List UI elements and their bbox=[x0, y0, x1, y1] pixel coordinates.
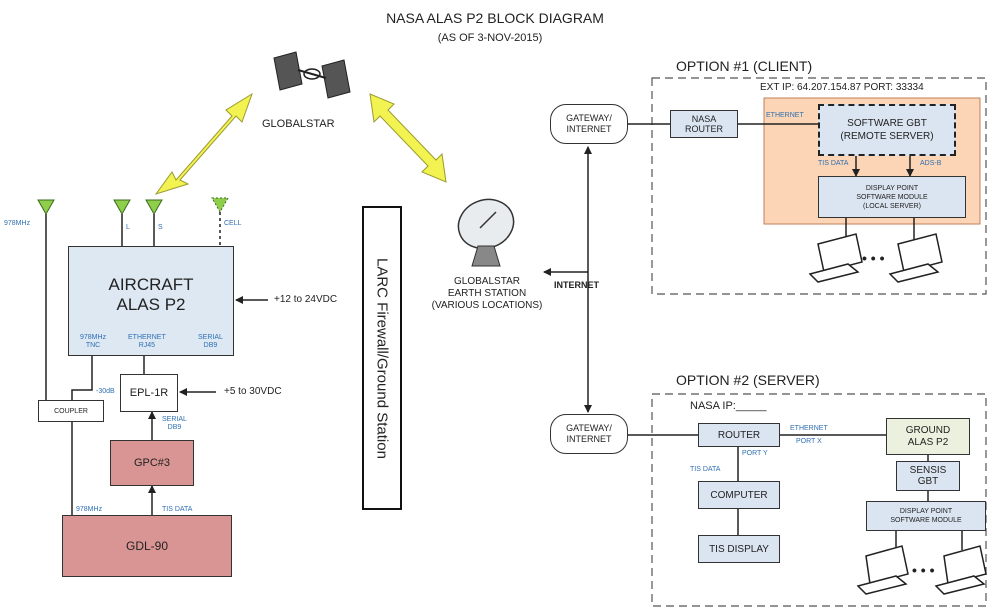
antenna-cell-label: CELL bbox=[224, 220, 242, 227]
option1-ads-b-label: ADS-B bbox=[920, 160, 942, 167]
earth-station-label: GLOBALSTAR EARTH STATION (VARIOUS LOCATI… bbox=[412, 276, 562, 312]
port-serial-line1: SERIAL bbox=[198, 334, 223, 341]
option2-display-point-box: DISPLAY POINT SOFTWARE MODULE bbox=[866, 501, 986, 531]
option2-sensis-line2: GBT bbox=[917, 476, 939, 487]
option2-sensis-gbt-box: SENSIS GBT bbox=[896, 461, 960, 491]
option2-dp-line2: SOFTWARE MODULE bbox=[890, 517, 962, 524]
option2-nasa-ip: NASA IP:_____ bbox=[690, 400, 767, 412]
option2-gateway-box: GATEWAY/ INTERNET bbox=[550, 414, 628, 454]
option2-tis-data-label: TIS DATA bbox=[690, 466, 721, 473]
option1-router-line1: NASA bbox=[691, 114, 717, 124]
option1-nasa-router-box: NASA ROUTER bbox=[670, 110, 738, 138]
globalstar-label: GLOBALSTAR bbox=[262, 118, 335, 130]
earth-station-line3: (VARIOUS LOCATIONS) bbox=[431, 300, 543, 311]
option2-computer-box: COMPUTER bbox=[698, 481, 780, 509]
option2-ground-alas-box: GROUND ALAS P2 bbox=[886, 418, 970, 455]
aircraft-alas-p2-box: AIRCRAFT ALAS P2 bbox=[68, 246, 234, 356]
antenna-l-icon bbox=[113, 199, 131, 246]
port-ethernet-label: ETHERNET RJ45 bbox=[128, 334, 166, 350]
option1-tis-data-label: TIS DATA bbox=[818, 160, 849, 167]
gdl-tis-label: TIS DATA bbox=[162, 506, 193, 513]
antenna-cell-icon bbox=[211, 197, 229, 246]
port-978-line1: 978MHz bbox=[80, 334, 107, 341]
epl-serial-line1: SERIAL bbox=[162, 416, 187, 423]
option1-dp-line3: (LOCAL SERVER) bbox=[863, 202, 921, 210]
diagram-title: NASA ALAS P2 BLOCK DIAGRAM bbox=[386, 10, 604, 26]
option1-gateway-box: GATEWAY/ INTERNET bbox=[550, 104, 628, 144]
port-978-label: 978MHz TNC bbox=[80, 334, 106, 350]
option2-gateway-line2: INTERNET bbox=[566, 434, 612, 444]
option2-laptop-right-icon bbox=[934, 545, 987, 595]
earth-station-line1: GLOBALSTAR bbox=[454, 276, 520, 287]
coupler-box: COUPLER bbox=[38, 400, 104, 422]
gdl-90-box: GDL-90 bbox=[62, 515, 232, 577]
option1-frame bbox=[651, 77, 987, 295]
antenna-s-icon bbox=[145, 199, 163, 246]
antenna-s-label: S bbox=[158, 224, 163, 231]
larc-firewall-box: LARC Firewall/Ground Station bbox=[362, 206, 402, 510]
port-eth-line2: RJ45 bbox=[138, 342, 156, 349]
option2-ethernet-label: ETHERNET bbox=[790, 425, 828, 432]
option2-ellipsis: • • • bbox=[912, 562, 935, 578]
gdl-freq-label: 978MHz bbox=[76, 506, 103, 513]
option1-ethernet-label: ETHERNET bbox=[766, 112, 804, 119]
port-serial-line2: DB9 bbox=[203, 342, 218, 349]
aircraft-power-label: +12 to 24VDC bbox=[274, 294, 338, 305]
aircraft-title-line1: AIRCRAFT bbox=[108, 275, 194, 294]
port-eth-line1: ETHERNET bbox=[128, 334, 166, 341]
right-satellite-link-arrow bbox=[369, 93, 447, 183]
option2-laptop-left-icon bbox=[856, 545, 909, 595]
option1-gateway-line2: INTERNET bbox=[566, 124, 612, 134]
option1-software-gbt-box: SOFTWARE GBT (REMOTE SERVER) bbox=[818, 104, 956, 156]
option1-gbt-line1: SOFTWARE GBT bbox=[847, 118, 927, 129]
antenna-978-icon bbox=[37, 199, 55, 216]
option2-ground-line2: ALAS P2 bbox=[907, 436, 949, 448]
earth-station-dish-icon bbox=[457, 198, 515, 267]
left-satellite-link-arrow bbox=[154, 92, 253, 195]
option2-port-x-label: PORT X bbox=[796, 438, 822, 445]
option2-router-box: ROUTER bbox=[698, 423, 780, 447]
option2-ground-line1: GROUND bbox=[905, 424, 951, 436]
epl-serial-line2: DB9 bbox=[167, 424, 182, 431]
option1-dp-line2: SOFTWARE MODULE bbox=[856, 193, 928, 201]
option1-gateway-line1: GATEWAY/ bbox=[566, 113, 612, 123]
epl-serial-label: SERIAL DB9 bbox=[162, 416, 187, 432]
option1-dp-line1: DISPLAY POINT bbox=[865, 184, 919, 192]
option1-laptop-left-icon bbox=[808, 233, 863, 283]
option1-gbt-line2: (REMOTE SERVER) bbox=[840, 131, 934, 142]
coupler-attenuation-label: -30dB bbox=[96, 388, 115, 395]
gpc3-box: GPC#3 bbox=[110, 440, 194, 486]
epl-1r-box: EPL-1R bbox=[120, 374, 178, 412]
option1-ellipsis: • • • bbox=[862, 250, 885, 266]
option1-title: OPTION #1 (CLIENT) bbox=[676, 58, 813, 74]
option2-sensis-line1: SENSIS bbox=[909, 465, 947, 476]
option2-port-y-label: PORT Y bbox=[742, 450, 768, 457]
port-978-line2: TNC bbox=[85, 342, 101, 349]
port-serial-label: SERIAL DB9 bbox=[198, 334, 223, 350]
diagram-subtitle: (AS OF 3-NOV-2015) bbox=[437, 32, 543, 44]
option1-laptop-right-icon bbox=[888, 233, 943, 283]
option2-dp-line1: DISPLAY POINT bbox=[899, 508, 953, 515]
option1-display-point-box: DISPLAY POINT SOFTWARE MODULE (LOCAL SER… bbox=[818, 176, 966, 218]
epl-power-label: +5 to 30VDC bbox=[224, 386, 282, 397]
option1-router-line2: ROUTER bbox=[685, 124, 723, 134]
option2-tis-display-box: TIS DISPLAY bbox=[698, 535, 780, 563]
antenna-978-label: 978MHz bbox=[4, 220, 31, 227]
aircraft-title-line2: ALAS P2 bbox=[116, 295, 186, 314]
option1-ext-ip: EXT IP: 64.207.154.87 PORT: 33334 bbox=[760, 82, 924, 93]
option2-title: OPTION #2 (SERVER) bbox=[676, 372, 820, 388]
earth-station-line2: EARTH STATION bbox=[447, 288, 527, 299]
antenna-l-label: L bbox=[126, 224, 130, 231]
larc-firewall-label: LARC Firewall/Ground Station bbox=[373, 257, 391, 459]
option2-gateway-line1: GATEWAY/ bbox=[566, 423, 612, 433]
internet-label: INTERNET bbox=[554, 280, 599, 290]
satellite-icon bbox=[273, 51, 351, 99]
